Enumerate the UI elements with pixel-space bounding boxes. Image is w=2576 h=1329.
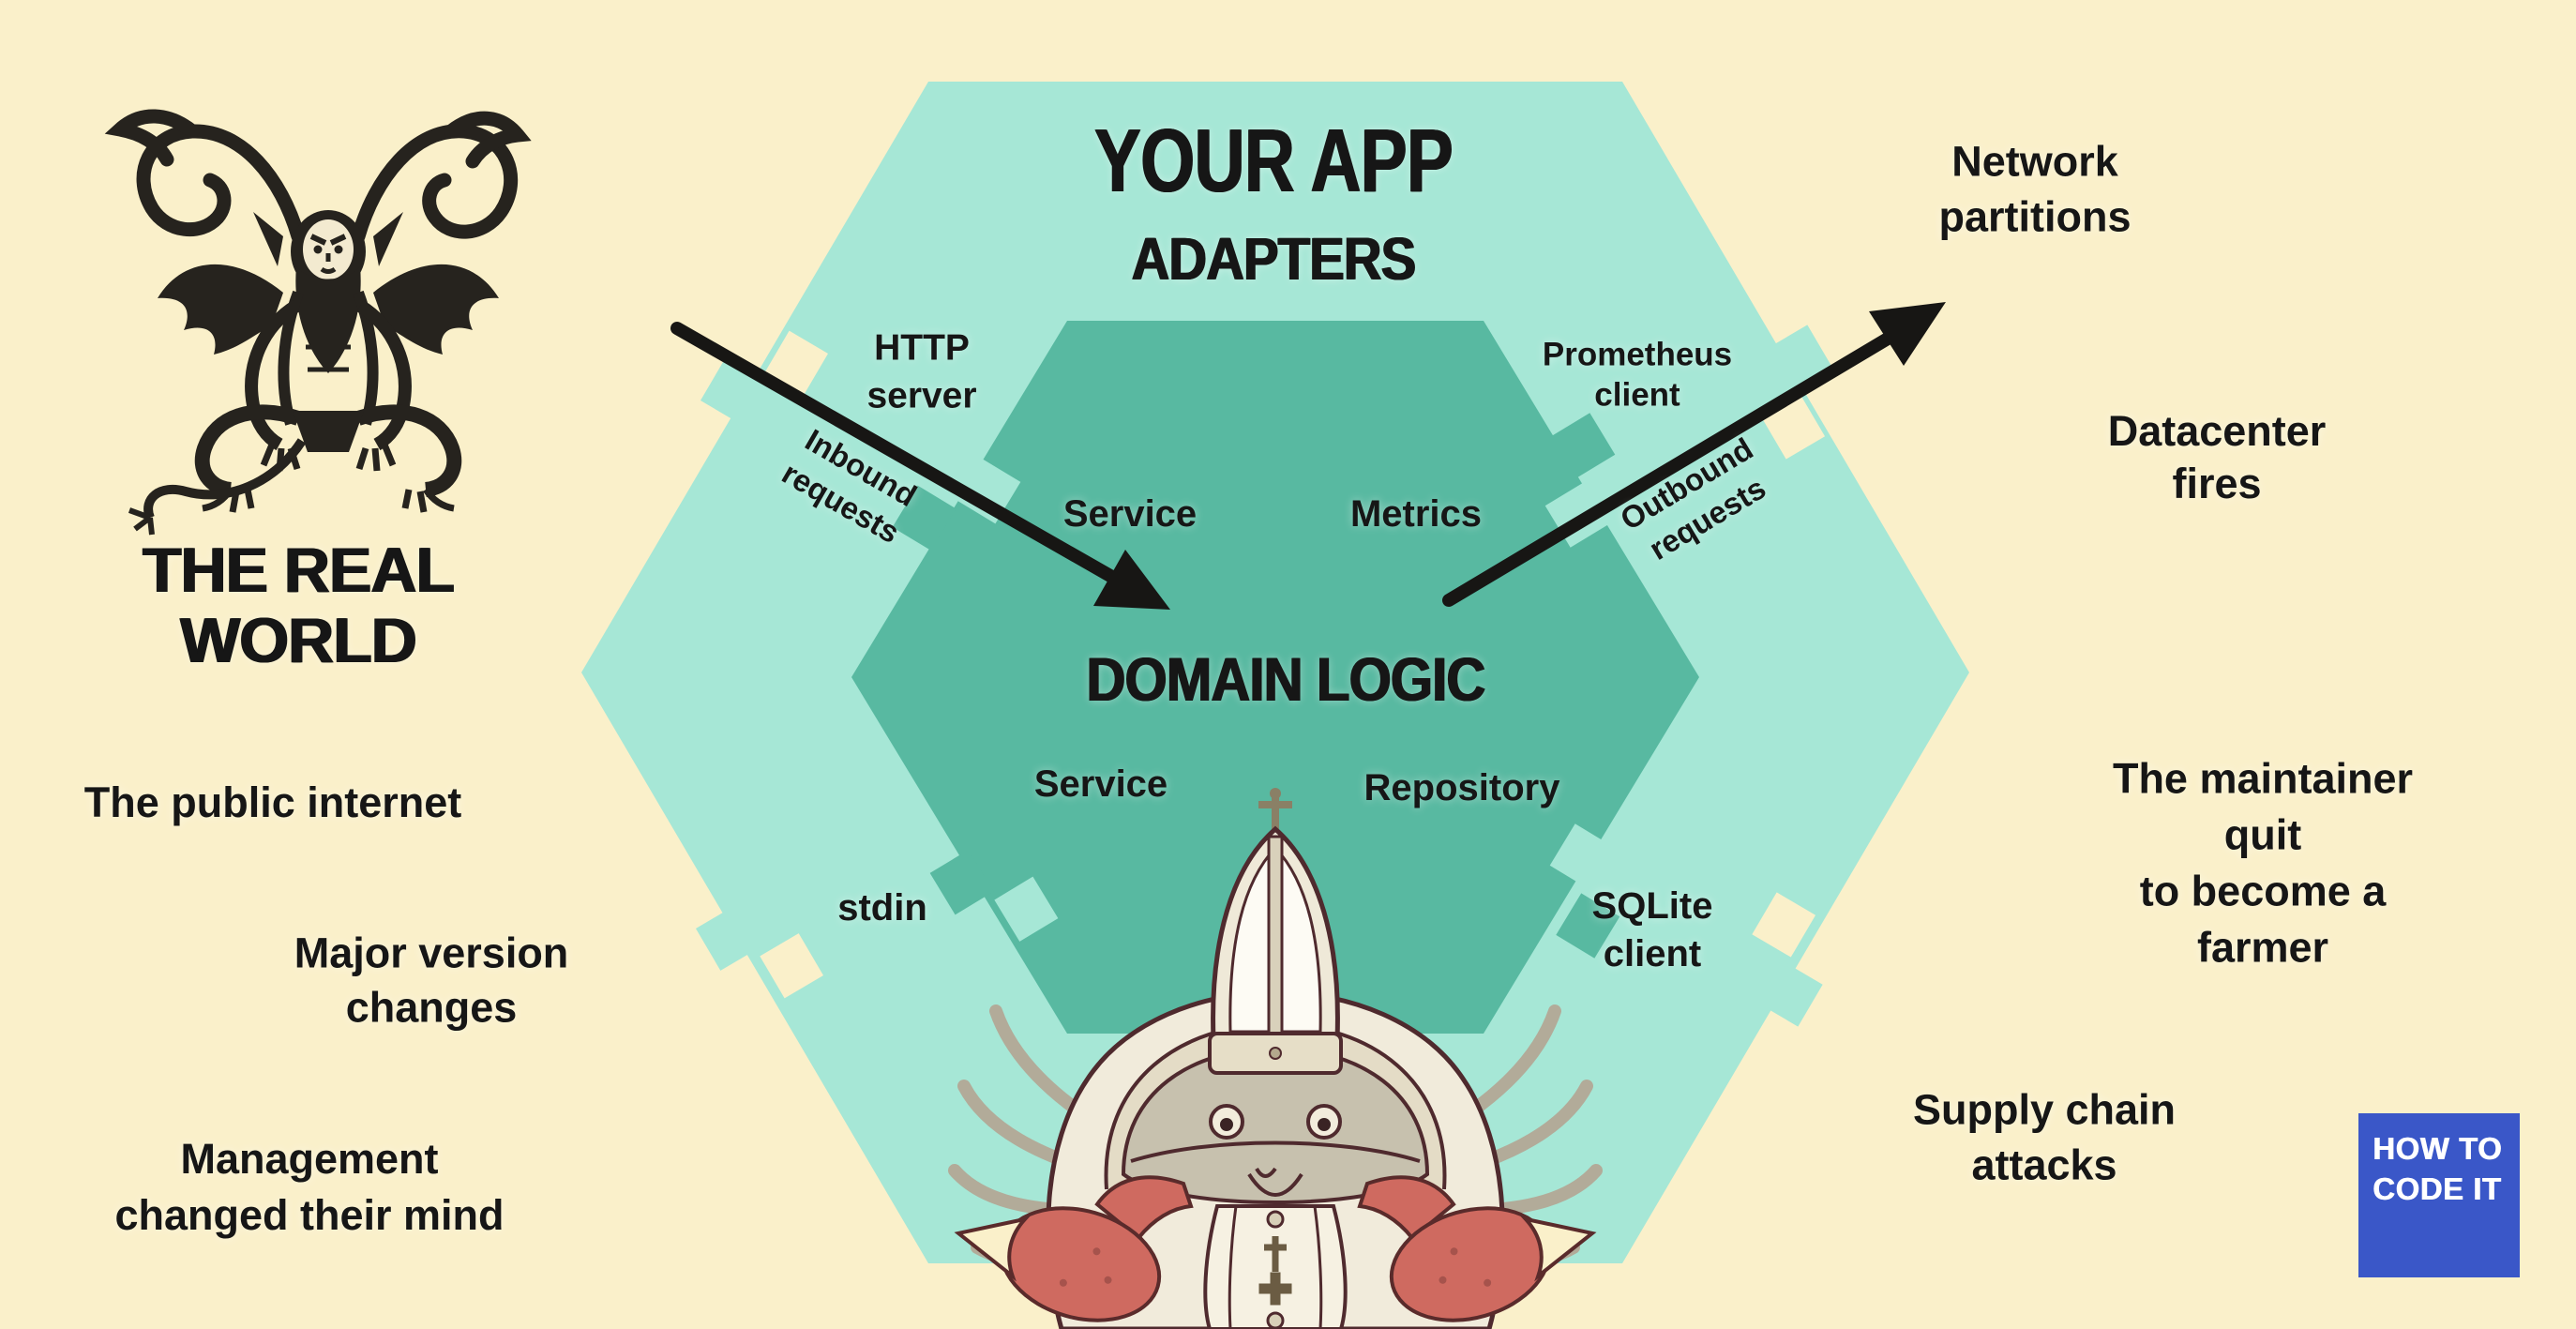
- port-inner-lower-left: [929, 850, 1059, 942]
- how-to-code-it-logo-text: HOW TO CODE IT: [2373, 1131, 2503, 1206]
- adapter-stdin: stdin: [837, 887, 927, 929]
- hazard-public-internet: The public internet: [83, 778, 462, 826]
- inbound-arrow: [670, 322, 1170, 610]
- hazard-maintainer-quit: The maintainer quit to become a farmer: [2112, 754, 2414, 971]
- demon-illustration: [104, 109, 532, 536]
- real-world-title: THE REAL WORLD: [143, 535, 455, 676]
- outbound-arrow: [1442, 302, 1946, 607]
- port-label-service-bottom: Service: [1033, 763, 1168, 805]
- port-outer-lower-left: [695, 905, 824, 999]
- hazard-network-partitions: Network partitions: [1938, 137, 2132, 241]
- port-label-repository: Repository: [1363, 767, 1560, 808]
- adapter-prometheus-client: Prometheus client: [1542, 336, 1733, 413]
- port-label-service-top: Service: [1062, 493, 1198, 535]
- inner-hexagon: [851, 321, 1699, 1034]
- port-inner-lower-right: [1549, 823, 1620, 959]
- hazard-major-version-changes: Major version changes: [294, 929, 569, 1031]
- adapters-layer-label: ADAPTERS: [1131, 225, 1417, 293]
- hazard-supply-chain-attacks: Supply chain attacks: [1912, 1085, 2177, 1189]
- adapter-sqlite-client: SQLite client: [1591, 884, 1713, 974]
- port-outer-lower-right: [1752, 892, 1823, 1027]
- crab-pope-illustration: [948, 788, 1608, 1329]
- how-to-code-it-logo: HOW TO CODE IT: [2358, 1113, 2520, 1277]
- domain-logic-layer-label: DOMAIN LOGIC: [1086, 643, 1485, 714]
- hazard-management-changed-mind: Management changed their mind: [114, 1135, 505, 1239]
- adapter-http-server: HTTP server: [866, 327, 977, 416]
- app-title: YOUR APP: [1093, 111, 1454, 211]
- hazard-datacenter-fires: Datacenter fires: [2107, 407, 2327, 507]
- port-inner-upper-left: [892, 459, 1021, 551]
- port-label-metrics: Metrics: [1349, 493, 1483, 535]
